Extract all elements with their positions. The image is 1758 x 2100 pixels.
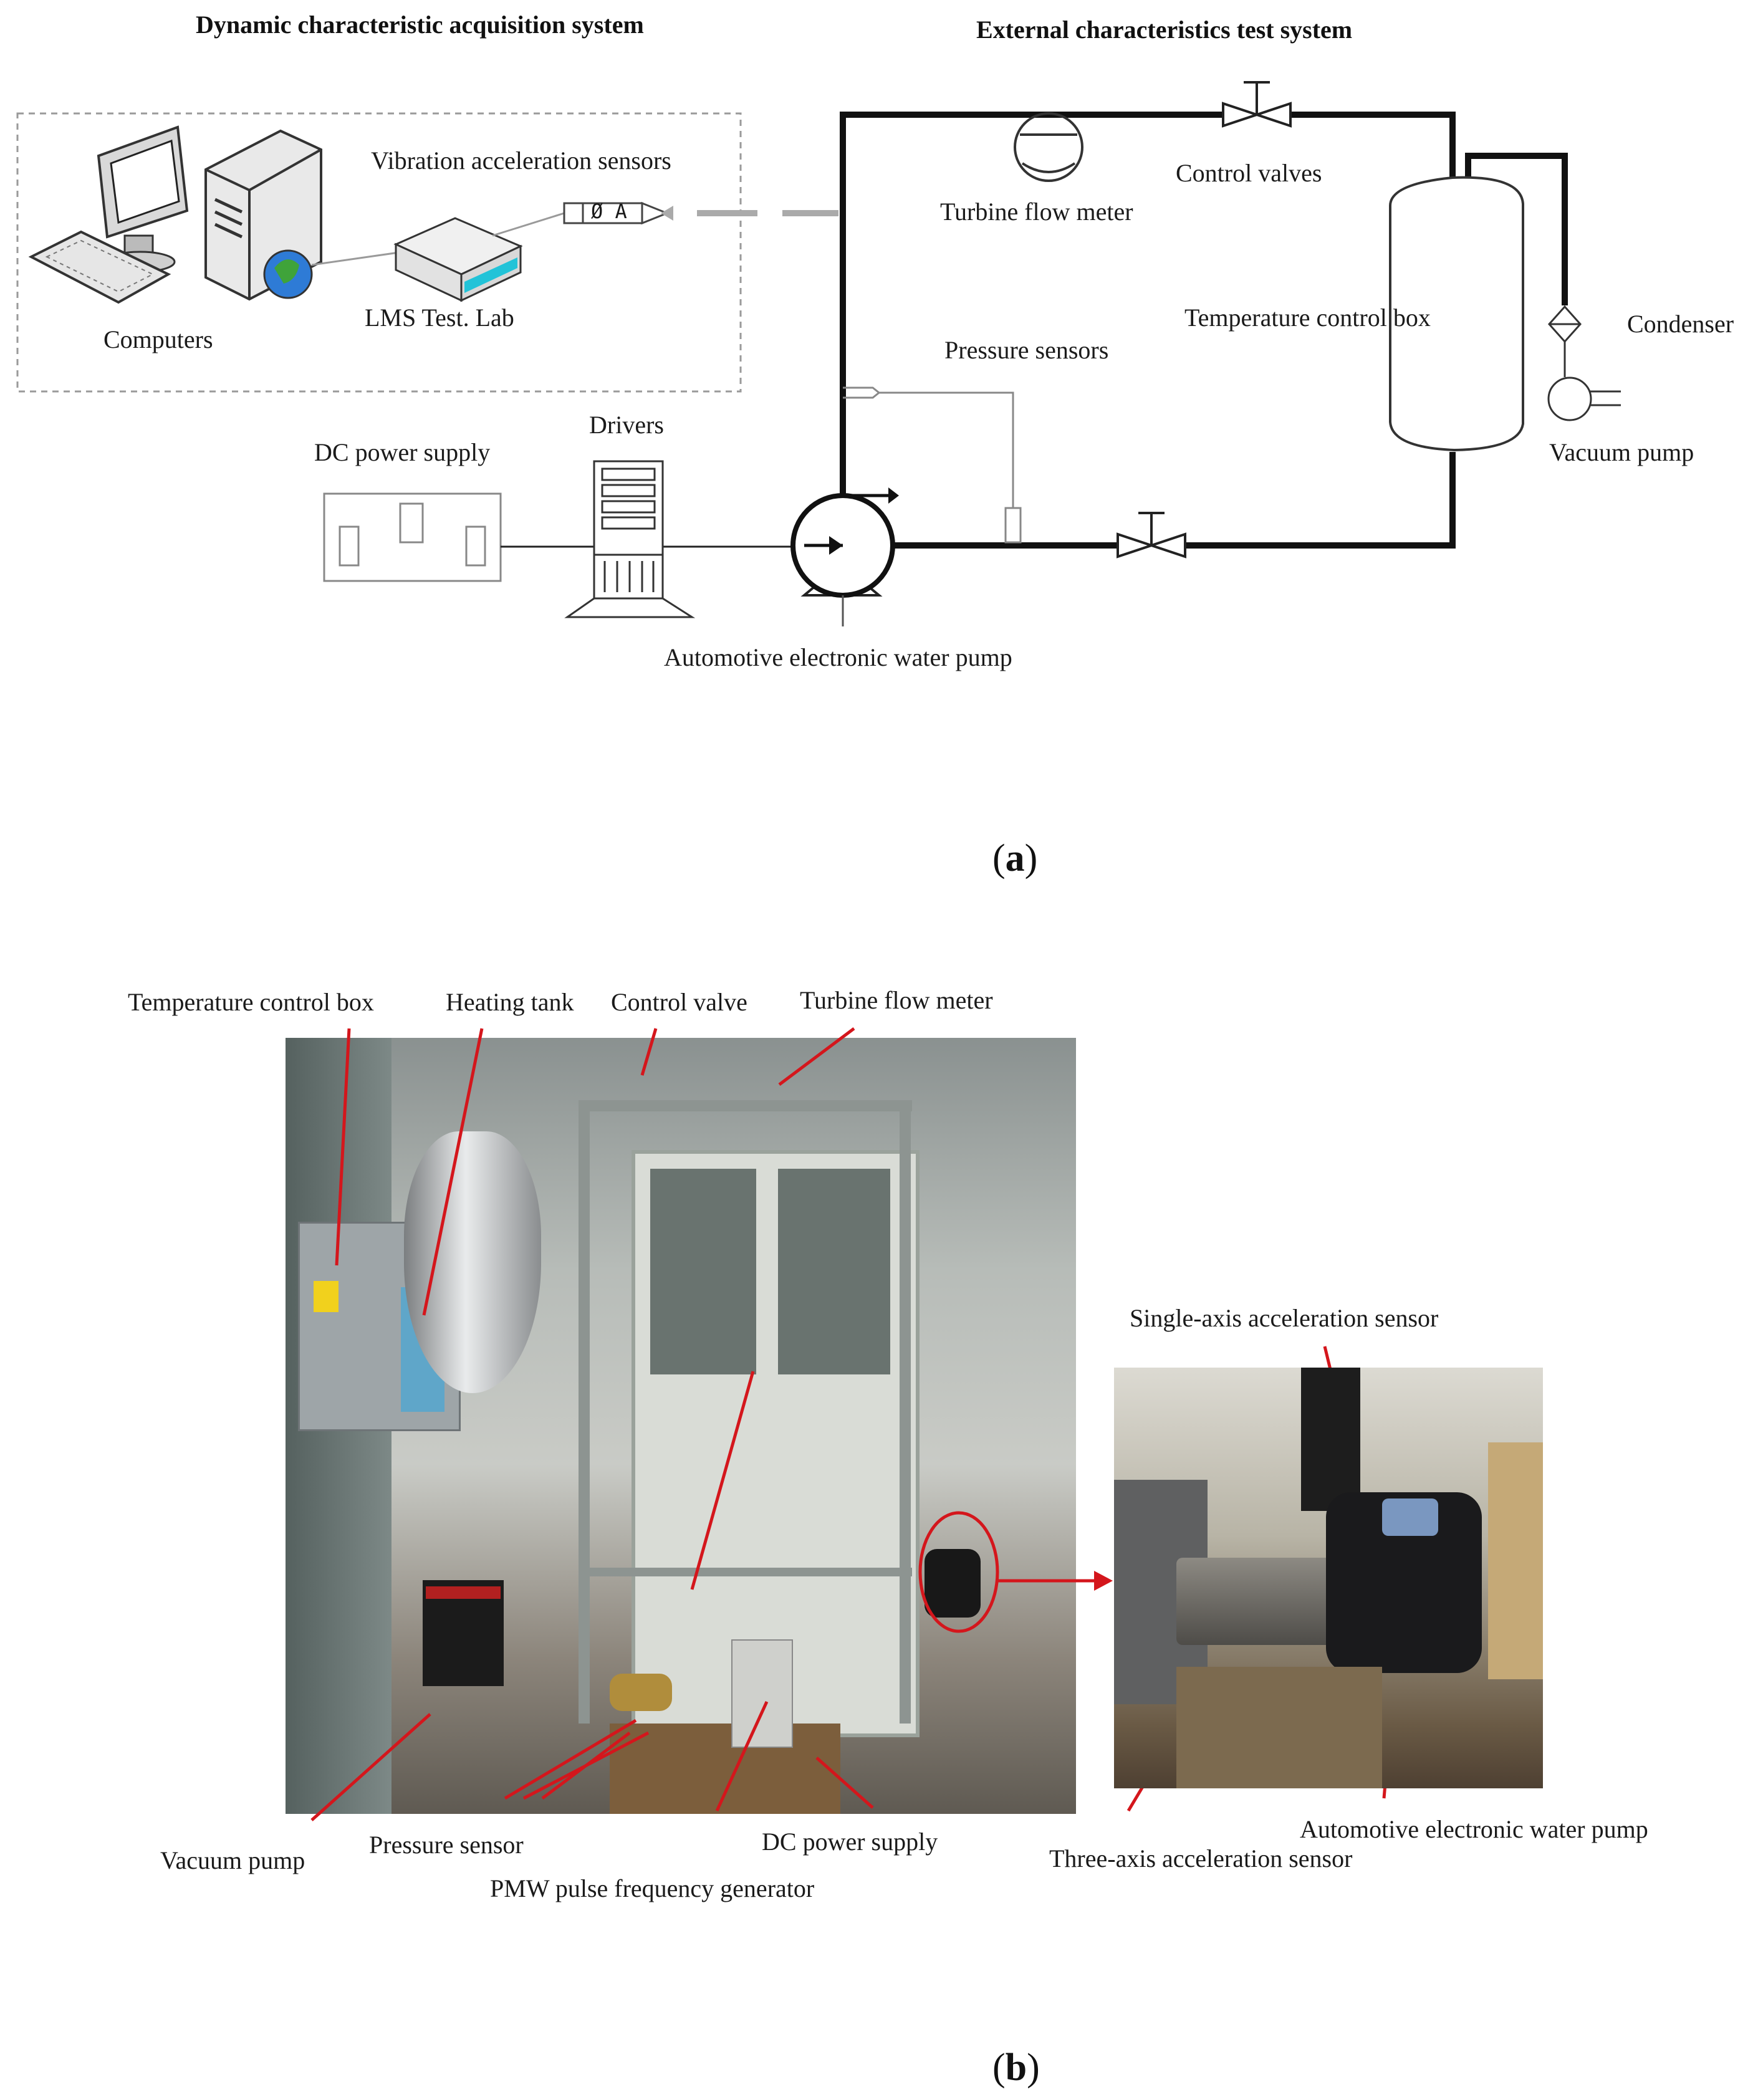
- label-b-turbine-flow-meter: Turbine flow meter: [800, 986, 993, 1014]
- label-b-single-axis: Single-axis acceleration sensor: [1130, 1304, 1439, 1332]
- label-b-pmw: PMW pulse frequency generator: [490, 1874, 815, 1902]
- vacuum-pump-icon: [1547, 376, 1621, 421]
- label-computers: Computers: [103, 325, 213, 353]
- label-b-water-pump: Automotive electronic water pump: [1300, 1815, 1648, 1843]
- label-turbine-flow-meter: Turbine flow meter: [940, 198, 1133, 226]
- vibration-sensor-icon: [563, 201, 673, 225]
- label-b-temperature-control-box: Temperature control box: [128, 988, 374, 1016]
- highlight-circle: [918, 1511, 999, 1633]
- label-drivers: Drivers: [589, 411, 664, 439]
- left-system-title: Dynamic characteristic acquisition syste…: [196, 11, 644, 39]
- label-control-valves: Control valves: [1176, 159, 1322, 187]
- control-valve-bottom-icon: [1117, 512, 1186, 559]
- label-temperature-control-box: Temperature control box: [1184, 304, 1431, 332]
- keyboard-icon: [28, 230, 171, 304]
- driver-icon: [564, 460, 696, 618]
- caption-b: (b): [992, 2046, 1040, 2089]
- acquisition-system-box: [16, 112, 742, 393]
- label-b-dc-power-supply: DC power supply: [762, 1828, 938, 1856]
- pump-closeup-photo: [1114, 1368, 1543, 1788]
- dc-power-supply-icon: [323, 492, 502, 582]
- label-pressure-sensors: Pressure sensors: [944, 336, 1109, 364]
- pressure-sensor-line: [843, 386, 1022, 544]
- label-water-pump: Automotive electronic water pump: [664, 643, 1012, 671]
- label-b-pressure-sensor: Pressure sensor: [369, 1831, 524, 1859]
- turbine-flow-meter-icon: [1014, 112, 1083, 182]
- right-system-title: External characteristics test system: [976, 16, 1353, 44]
- label-b-control-valve: Control valve: [611, 988, 747, 1016]
- lms-device-icon: [393, 217, 523, 302]
- label-lms: LMS Test. Lab: [365, 304, 514, 332]
- caption-a: (a): [992, 837, 1038, 880]
- label-dc-power-supply: DC power supply: [314, 438, 491, 466]
- test-rig-photo: [286, 1038, 1076, 1814]
- main-pipe-loop: [840, 112, 1568, 549]
- highlight-arrow: [1094, 1571, 1113, 1591]
- label-b-vacuum-pump: Vacuum pump: [160, 1846, 305, 1874]
- label-vacuum-pump: Vacuum pump: [1549, 438, 1694, 466]
- panel-a-diagram: [16, 81, 1621, 626]
- control-valve-top-icon: [1222, 81, 1292, 128]
- label-condenser: Condenser: [1627, 310, 1734, 338]
- label-b-three-axis: Three-axis acceleration sensor: [1049, 1844, 1353, 1872]
- water-pump-icon: [790, 487, 899, 626]
- temperature-control-box-icon: [1389, 176, 1524, 452]
- label-b-heating-tank: Heating tank: [446, 988, 574, 1016]
- computer-tower-icon: [204, 129, 322, 301]
- label-sensor-text: Ø A: [591, 199, 627, 223]
- label-vibration-sensors: Vibration acceleration sensors: [371, 146, 671, 175]
